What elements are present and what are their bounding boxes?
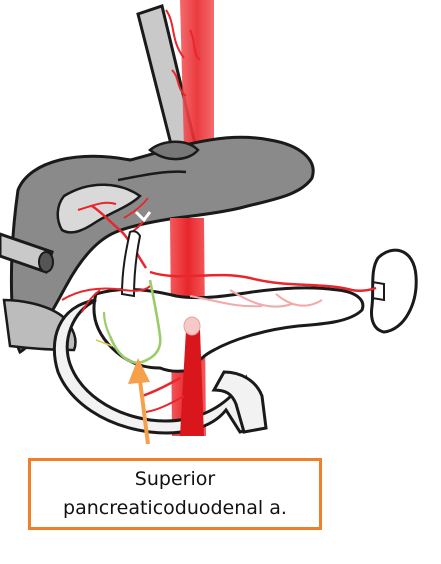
splenic-artery [61, 270, 377, 313]
pancreas-duodenum [52, 230, 365, 435]
up-arrow-icon [128, 358, 150, 445]
spleen [370, 248, 418, 334]
superior-mesenteric-artery [141, 316, 204, 436]
caption-label: Superior pancreaticoduodenal a. [63, 468, 287, 519]
stomach-liver [2, 135, 315, 355]
caption-box: Superior pancreaticoduodenal a. [28, 458, 322, 530]
upper-aorta [165, 0, 214, 150]
left-retractor [0, 232, 54, 274]
superior-pancreaticoduodenal-artery [95, 279, 162, 364]
